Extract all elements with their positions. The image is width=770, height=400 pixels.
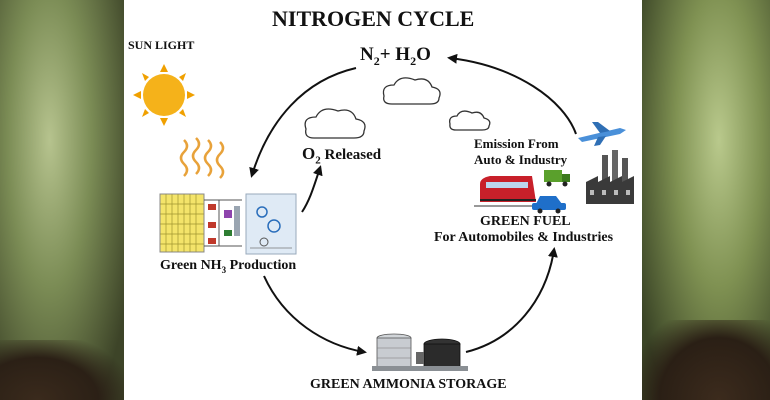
o2-symbol: O xyxy=(302,144,316,163)
n2-subscript: 2 xyxy=(373,53,380,68)
emission-label-line1: Emission From xyxy=(474,136,559,151)
car-icon xyxy=(532,196,566,214)
soil-left xyxy=(0,340,124,400)
cloud-icon xyxy=(382,77,441,105)
nh3-subscript: 3 xyxy=(221,264,227,275)
o2-subscript: 2 xyxy=(315,154,321,167)
n2-h2o-label: N2+ H2O xyxy=(360,44,431,69)
diagram-graphics xyxy=(133,53,634,371)
arrow-emission-to-n2 xyxy=(447,53,577,135)
arrow-production-to-o2 xyxy=(301,165,323,213)
arrow-storage-to-fuel xyxy=(465,247,558,353)
factory-icon xyxy=(586,150,634,204)
haber-process-icon xyxy=(245,193,297,255)
h-symbol: + H xyxy=(379,44,411,65)
cloud-icon xyxy=(304,108,366,139)
o2-released-text: Released xyxy=(320,147,382,163)
electrolyzer-icon xyxy=(204,199,242,247)
arrow-production-to-storage xyxy=(263,275,367,356)
h2o-subscript: 2 xyxy=(410,53,417,68)
o-symbol: O xyxy=(416,44,431,65)
train-icon xyxy=(474,176,538,207)
ammonia-storage-tanks-icon xyxy=(372,333,468,371)
green-fuel-label: GREEN FUEL xyxy=(480,214,571,229)
diagram-panel: NITROGEN CYCLE SUN LIGHT N2+ H2O O2 Rele… xyxy=(124,0,642,400)
storage-label: GREEN AMMONIA STORAGE xyxy=(310,377,507,392)
emission-label-line2: Auto & Industry xyxy=(474,152,568,167)
fuel-usage-label: For Automobiles & Industries xyxy=(434,230,614,245)
sun-icon xyxy=(133,64,195,126)
truck-icon xyxy=(544,170,570,187)
nh3-prefix: Green NH xyxy=(160,258,222,273)
arrow-n2-to-production xyxy=(249,67,357,178)
airplane-icon xyxy=(578,122,626,146)
sun-heat-waves-icon xyxy=(179,137,225,179)
sunlight-label: SUN LIGHT xyxy=(128,38,195,52)
nh3-suffix: Production xyxy=(226,258,297,273)
o2-released-label: O2 Released xyxy=(302,144,381,166)
soil-right xyxy=(642,320,770,400)
solar-panel-icon xyxy=(159,193,205,253)
diagram-title: NITROGEN CYCLE xyxy=(272,6,475,31)
nh3-production-label: Green NH3 Production xyxy=(160,258,296,275)
cycle-arrows xyxy=(249,53,577,356)
background-left-foliage xyxy=(0,0,124,400)
n2-symbol: N xyxy=(360,44,374,65)
cloud-icon xyxy=(449,110,491,131)
